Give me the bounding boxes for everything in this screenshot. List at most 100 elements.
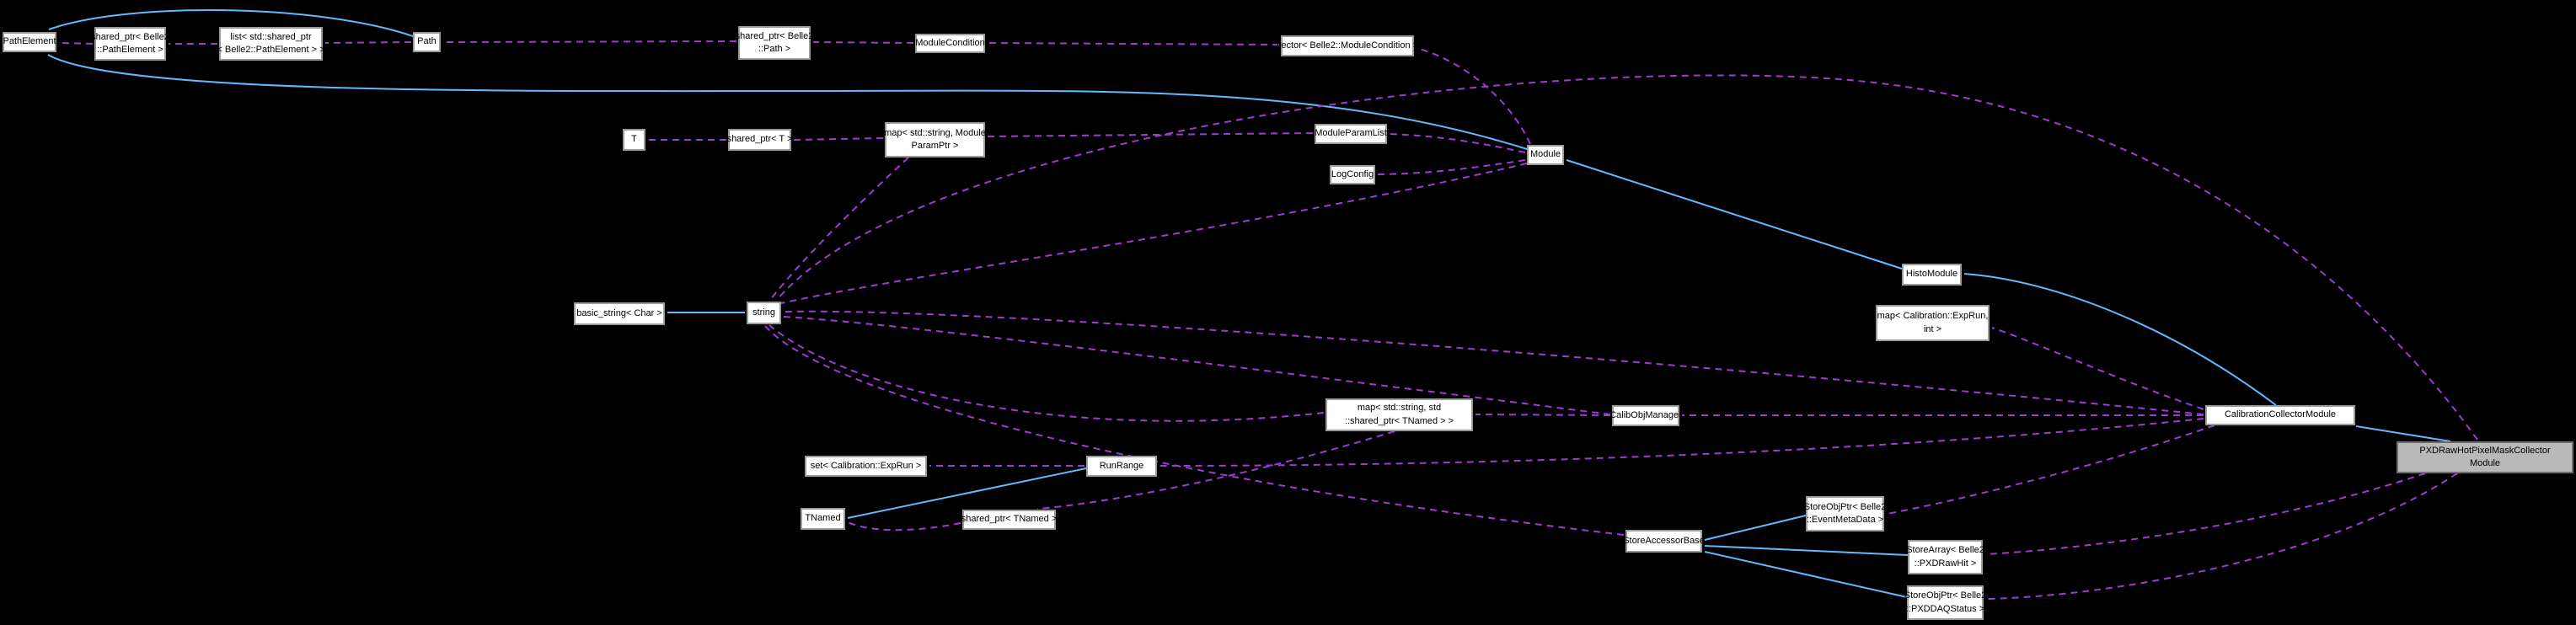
- node-storeobjptr_pxddaqstatus[interactable]: StoreObjPtr< Belle2::PXDDAQStatus >: [1904, 585, 1987, 620]
- node-moduleparamlist[interactable]: ModuleParamList: [1315, 124, 1387, 144]
- node-label: < Belle2::PathElement > >: [217, 45, 325, 55]
- node-modulecondition[interactable]: ModuleCondition: [915, 34, 985, 53]
- node-calibobjmanager[interactable]: CalibObjManager: [1609, 405, 1682, 426]
- node-label: Module: [2469, 458, 2501, 468]
- node-label: shared_ptr< T >: [726, 134, 793, 145]
- edge-module-to-vector_modulecondition: [1416, 47, 1531, 145]
- node-shared_ptr_path[interactable]: shared_ptr< Belle2::Path >: [735, 26, 814, 60]
- edge-calibobjmanager-to-string: [783, 316, 1611, 415]
- node-calibrationcollectormodule[interactable]: CalibrationCollectorModule: [2205, 405, 2355, 425]
- edge-histomodule-to-module: [1566, 159, 1903, 270]
- node-label: ::shared_ptr< TNamed > >: [1344, 415, 1454, 426]
- edge-calibrationcollectormodule-to-histomodule: [1963, 273, 2277, 406]
- edge-calibrationcollectormodule-to-string: [783, 310, 2204, 415]
- node-vector_modulecondition[interactable]: vector< Belle2::ModuleCondition >: [1277, 35, 1418, 56]
- node-logconfig[interactable]: LogConfig: [1330, 165, 1375, 184]
- node-label: RunRange: [1099, 460, 1144, 471]
- node-label: set< Calibration::ExpRun >: [810, 460, 922, 471]
- node-label: ::Path >: [758, 44, 791, 54]
- edge-module-to-logconfig: [1377, 159, 1526, 175]
- edge-map_string_moduleparamptr-to-string: [769, 157, 909, 301]
- node-label: T: [631, 134, 637, 145]
- node-label: TNamed: [805, 513, 841, 524]
- node-label: map< Calibration::ExpRun,: [1877, 311, 1989, 322]
- node-storeaccessorbase[interactable]: StoreAccessorBase: [1623, 530, 1705, 553]
- edge-path-to-list_shared_ptr_pathelement: [324, 41, 412, 44]
- node-label: string: [752, 307, 775, 318]
- edge-module-to-pathelement: [47, 54, 1528, 150]
- edge-pxdrawhotpixelmaskcollectormodule-to-calibrationcollectormodule: [2355, 425, 2451, 442]
- node-map_string_shared_ptr_tnamed[interactable]: map< std::string, std::shared_ptr< TName…: [1325, 398, 1473, 431]
- edge-map_string_shared_ptr_tnamed-to-shared_ptr_tnamed: [1036, 430, 1395, 510]
- node-histomodule[interactable]: HistoModule: [1902, 264, 1962, 286]
- node-label: basic_string< Char >: [576, 307, 662, 318]
- node-label: StoreObjPtr< Belle2: [1803, 501, 1887, 512]
- node-runrange[interactable]: RunRange: [1086, 456, 1157, 477]
- node-label: PXDRawHotPixelMaskCollector: [2419, 445, 2551, 456]
- edge-pxdrawhotpixelmaskcollectormodule-to-string: [776, 74, 2478, 441]
- node-label: ::PathElement >: [97, 45, 163, 55]
- node-label: StoreArray< Belle2: [1906, 545, 1984, 556]
- edge-shared_ptr_tnamed-to-tnamed: [847, 521, 961, 532]
- node-label: map< std::string, std: [1357, 403, 1442, 414]
- edge-map_string_moduleparamptr-to-shared_ptr_t: [793, 137, 884, 141]
- edge-calibobjmanager-to-map_string_shared_ptr_tnamed: [1475, 414, 1611, 416]
- node-label: ::PXDRawHit >: [1914, 558, 1977, 569]
- node-string[interactable]: string: [747, 302, 781, 324]
- node-label: shared_ptr< Belle2: [735, 30, 814, 41]
- node-shared_ptr_t[interactable]: shared_ptr< T >: [726, 129, 793, 151]
- node-list_shared_ptr_pathelement[interactable]: list< std::shared_ptr< Belle2::PathEleme…: [217, 27, 325, 61]
- node-label: LogConfig: [1331, 168, 1374, 179]
- edge-module-to-moduleparamlist: [1389, 133, 1526, 153]
- node-set_calibration_exprun[interactable]: set< Calibration::ExpRun >: [805, 456, 927, 477]
- edge-storeaccessorbase-to-string: [764, 325, 1625, 536]
- node-label: ParamPtr >: [911, 141, 959, 151]
- edge-storearray_pxdrawhit-to-storeaccessorbase: [1704, 545, 1909, 556]
- node-label: ::EventMetaData >: [1806, 515, 1884, 525]
- edge-path-to-pathelement: [48, 8, 416, 38]
- node-map_exprun_int[interactable]: map< Calibration::ExpRun,int >: [1876, 305, 1990, 341]
- edge-moduleparamlist-to-map_string_moduleparamptr: [987, 132, 1314, 137]
- node-basic_string_char[interactable]: basic_string< Char >: [574, 302, 665, 325]
- node-label: shared_ptr< TNamed >: [961, 514, 1058, 525]
- node-storearray_pxdrawhit[interactable]: StoreArray< Belle2::PXDRawHit >: [1906, 540, 1984, 574]
- node-label: Path: [417, 36, 436, 47]
- node-label: list< std::shared_ptr: [230, 31, 312, 42]
- node-label: vector< Belle2::ModuleCondition >: [1276, 40, 1419, 51]
- edge-calibrationcollectormodule-to-storeobjptr_eventmetadata: [1886, 425, 2215, 515]
- node-label: Module: [1529, 149, 1561, 160]
- edge-pxdrawhotpixelmaskcollectormodule-to-storeobjptr_pxddaqstatus: [1985, 473, 2458, 600]
- node-label: ModuleCondition: [915, 37, 985, 48]
- edge-calibrationcollectormodule-to-runrange: [1159, 418, 2204, 467]
- edge-shared_ptr_pathelement-to-pathelement: [59, 42, 94, 45]
- node-shared_ptr_pathelement[interactable]: shared_ptr< Belle2::PathElement >: [91, 27, 169, 61]
- edge-module-to-string: [780, 163, 1528, 304]
- node-module[interactable]: Module: [1527, 145, 1564, 165]
- node-storeobjptr_eventmetadata[interactable]: StoreObjPtr< Belle2::EventMetaData >: [1803, 496, 1887, 532]
- node-label: HistoModule: [1905, 269, 1958, 280]
- node-label: StoreObjPtr< Belle2: [1904, 590, 1987, 601]
- node-shared_ptr_tnamed[interactable]: shared_ptr< TNamed >: [961, 510, 1058, 530]
- node-label: int >: [1923, 323, 1942, 334]
- node-label: CalibrationCollectorModule: [2224, 409, 2337, 420]
- edge-runrange-to-tnamed: [847, 467, 1087, 519]
- node-label: CalibObjManager: [1609, 409, 1682, 420]
- node-label: shared_ptr< Belle2: [91, 31, 169, 42]
- node-tnamed[interactable]: TNamed: [801, 508, 845, 530]
- edge-calibrationcollectormodule-to-map_exprun_int: [1991, 327, 2204, 410]
- edge-modulecondition-to-shared_ptr_path: [812, 41, 914, 44]
- node-label: map< std::string, Module: [884, 127, 986, 138]
- node-path[interactable]: Path: [413, 32, 441, 52]
- node-label: ::PXDDAQStatus >: [1905, 603, 1985, 614]
- node-t[interactable]: T: [623, 129, 645, 151]
- node-label: StoreAccessorBase: [1623, 535, 1705, 546]
- edge-vector_modulecondition-to-modulecondition: [987, 42, 1280, 45]
- edge-pxdrawhotpixelmaskcollectormodule-to-storearray_pxdrawhit: [1984, 473, 2426, 555]
- edge-map_string_shared_ptr_tnamed-to-string: [769, 324, 1325, 422]
- edge-shared_ptr_path-to-path: [442, 40, 737, 43]
- node-label: ModuleParamList: [1315, 128, 1387, 139]
- edge-storeobjptr_pxddaqstatus-to-storeaccessorbase: [1704, 551, 1908, 598]
- node-pathelement[interactable]: PathElement: [3, 32, 56, 52]
